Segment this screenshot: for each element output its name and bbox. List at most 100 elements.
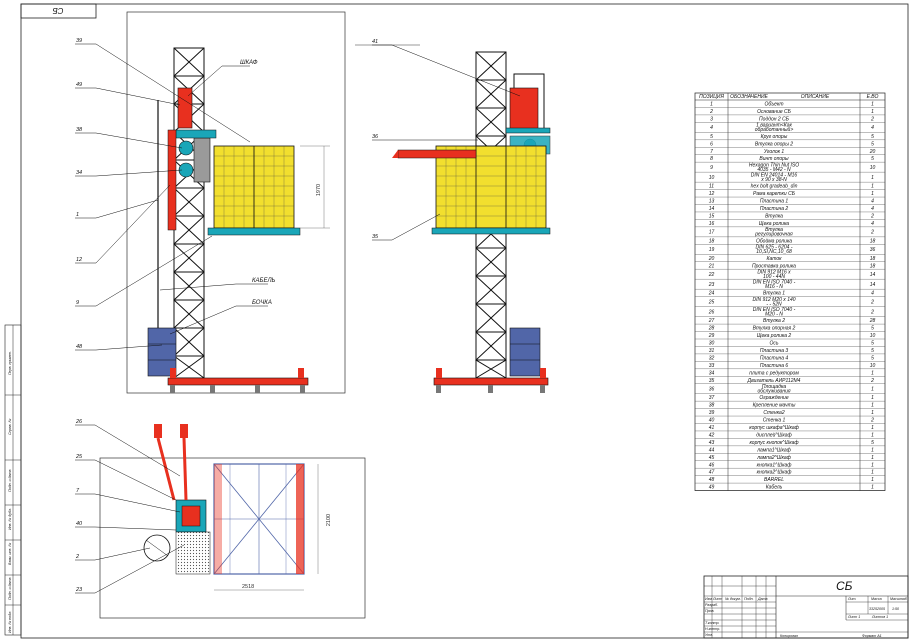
role-approve: Утв.: [705, 633, 713, 637]
bom-qty: 2: [870, 230, 874, 236]
bom-qty: 18: [870, 238, 876, 244]
bom-pos: 35: [709, 378, 715, 384]
bom-code: Поддон 2 СБ: [759, 116, 790, 122]
bom-code: плита с редуктором: [749, 370, 799, 376]
bom-qty: 5: [871, 156, 874, 162]
bom-qty: 1: [871, 109, 874, 115]
bom-qty: 20: [869, 149, 876, 155]
bom-pos: 20: [708, 256, 715, 262]
drawing-designation: СБ: [836, 579, 853, 593]
mass-header: Масса: [871, 597, 882, 601]
bom-pos: 37: [709, 395, 715, 401]
bom-qty: 4: [871, 199, 874, 205]
bom-pos: 16: [709, 221, 715, 227]
bom-code: Щека ролика: [759, 221, 789, 227]
bom-pos: 38: [709, 403, 715, 409]
bom-qty: 4: [871, 291, 874, 297]
bom-header-code: ОБОЗНАЧЕНИЕ: [730, 94, 768, 100]
bom-qty: 10: [870, 363, 876, 369]
bom-pos: 6: [710, 141, 713, 147]
callout-2: 2: [75, 554, 79, 560]
bom-code: Втулка 2: [763, 318, 785, 324]
bom-pos: 18: [709, 238, 715, 244]
bom-qty: 2: [870, 116, 874, 122]
bom-pos: 34: [709, 370, 715, 376]
bom-code: Проставка ролика: [752, 263, 796, 269]
bom-qty: 2: [870, 418, 874, 424]
lit-header: Лит.: [847, 597, 856, 601]
bom-code: Уголок 1: [764, 149, 785, 155]
strip-label: Подп. и дата: [8, 470, 12, 493]
front-elevation-view: [355, 44, 551, 393]
bom-code: Кабель: [766, 485, 783, 491]
callout-49: 49: [76, 82, 82, 88]
bom-code: Втулка: [765, 213, 783, 219]
bom-pos: 29: [708, 333, 715, 339]
bom-qty: 5: [871, 326, 874, 332]
label-cabinet: ШКАФ: [240, 60, 258, 66]
bom-code: Рама каретки СБ: [753, 191, 796, 197]
cage: [207, 145, 301, 236]
bom-code: DIN 912 M20 x 140- - 52N: [752, 297, 795, 308]
bom-code: Втулка 1: [763, 291, 785, 297]
title-block: СБ Лит. Масса Масштаб 33252005 1:50 Лист…: [703, 575, 909, 639]
bom-qty: 1: [871, 477, 874, 483]
bom-pos: 12: [709, 191, 715, 197]
bom-code: лампа1^Шкаф: [756, 447, 791, 453]
col-sheet: Лист: [712, 597, 722, 601]
side-strip: Перв. примен. Справ. № Подп. и дата Инв.…: [4, 324, 22, 636]
bom-pos: 26: [708, 309, 715, 315]
bom-pos: 49: [709, 485, 715, 491]
bom-qty: 1: [871, 102, 874, 108]
bom-qty: 10: [870, 165, 876, 171]
bom-code: Стенка2: [763, 410, 784, 416]
bom-pos: 39: [709, 410, 715, 416]
bom-pos: 33: [709, 363, 715, 369]
bom-qty: 1: [871, 425, 874, 431]
bom-code: Винт опоры: [759, 156, 789, 162]
callout-34: 34: [76, 170, 82, 176]
strip-label: Перв. примен.: [8, 351, 12, 375]
bom-pos: 22: [708, 272, 715, 278]
bom-qty: 2: [870, 299, 874, 305]
bom-pos: 24: [708, 291, 715, 297]
view-boundary: [126, 11, 346, 394]
bom-pos: 28: [708, 326, 715, 332]
bom-qty: 4: [871, 125, 874, 131]
callout-1: 1: [76, 212, 79, 218]
bom-pos: 45: [709, 455, 715, 461]
bom-qty: 4: [871, 221, 874, 227]
bom-qty: 1: [871, 387, 874, 393]
bom-code: Двигатель АИР112М4: [747, 378, 801, 384]
bom-qty: 1: [871, 175, 874, 181]
bom-qty: 5: [871, 341, 874, 347]
col-change: Изм: [705, 597, 712, 601]
role-developer: Разраб.: [705, 603, 718, 607]
bom-code: Щека ролика 2: [757, 333, 792, 339]
bom-code: Ограждение: [759, 395, 788, 401]
bom-qty: 1: [871, 403, 874, 409]
bom-pos: 23: [708, 282, 715, 288]
bom-qty: 2: [870, 378, 874, 384]
callouts-front: [372, 44, 521, 241]
plan-view: 2518 2100: [99, 424, 366, 619]
bom-pos: 19: [709, 247, 715, 253]
callout-39: 39: [76, 38, 82, 44]
bom-qty: 1: [871, 485, 874, 491]
bom-qty: 14: [870, 282, 876, 288]
bom-pos: 10: [709, 175, 715, 181]
bom-pos: 13: [709, 199, 715, 205]
mass-value: 33252005: [869, 607, 885, 611]
bom-pos: 1: [710, 102, 713, 108]
bom-qty: 18: [870, 263, 876, 269]
bom-pos: 25: [708, 299, 715, 305]
bom-qty: 1: [871, 470, 874, 476]
bom-code: Пластина 2: [760, 206, 789, 212]
bom-pos: 40: [709, 418, 715, 424]
callout-23: 23: [75, 587, 83, 593]
bom-code: дисплей^Шкаф: [756, 431, 792, 438]
